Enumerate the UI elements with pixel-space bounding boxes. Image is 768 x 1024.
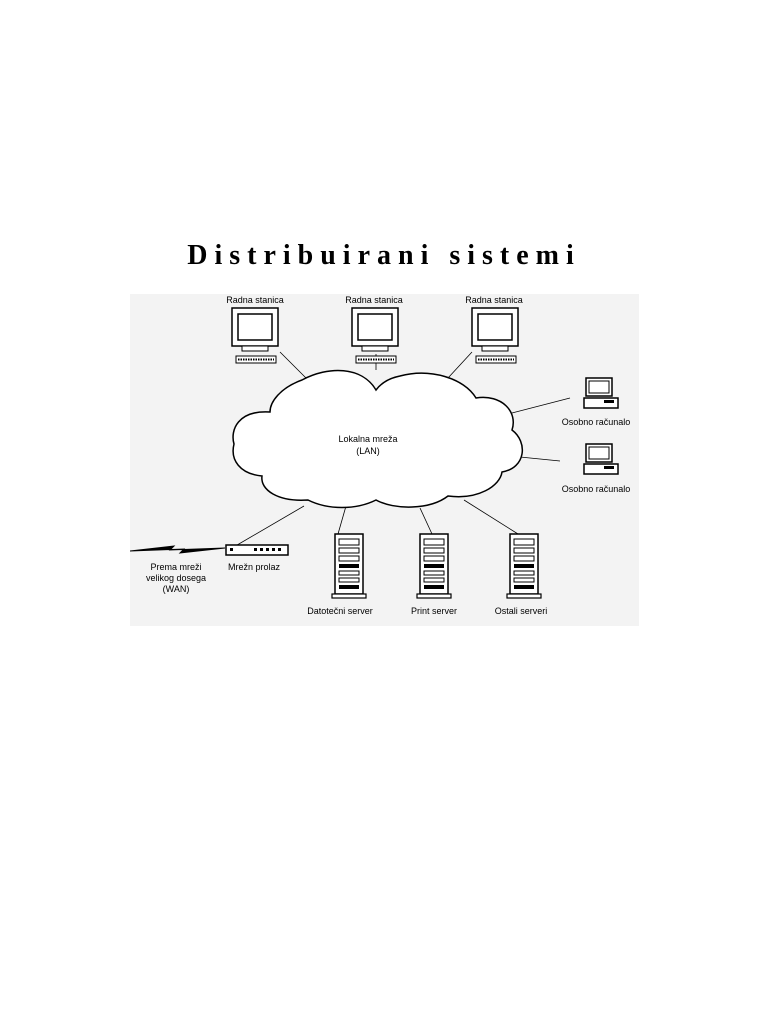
workstation-1-label: Radna stanica — [226, 295, 284, 305]
workstation-3: Radna stanica — [465, 295, 523, 364]
lan-cloud — [232, 369, 524, 509]
file-server: Datotečni server — [307, 533, 373, 616]
print-server-label: Print server — [411, 606, 457, 616]
page-title: Distribuirani sistemi — [187, 240, 581, 271]
other-servers: Ostali serveri — [495, 533, 548, 616]
workstation-2: Radna stanica — [345, 295, 403, 364]
network-diagram: Radna stanica Radna stanica Radna stanic… — [130, 294, 639, 626]
wan-label-line1: Prema mreži — [150, 562, 201, 572]
workstation-3-label: Radna stanica — [465, 295, 523, 305]
network-gateway: Mrežn prolaz — [225, 544, 289, 572]
lan-label-line2: (LAN) — [356, 446, 380, 456]
personal-computer-2: Osobno računalo — [562, 443, 631, 494]
workstation-1: Radna stanica — [226, 295, 284, 364]
wan-label-line3: (WAN) — [163, 584, 190, 594]
print-server: Print server — [411, 533, 457, 616]
lightning-bolt-icon — [130, 545, 226, 554]
file-server-label: Datotečni server — [307, 606, 373, 616]
other-servers-label: Ostali serveri — [495, 606, 548, 616]
gateway-label: Mrežn prolaz — [228, 562, 281, 572]
personal-computer-1: Osobno računalo — [562, 377, 631, 427]
workstation-2-label: Radna stanica — [345, 295, 403, 305]
pc-1-label: Osobno računalo — [562, 417, 631, 427]
lan-label-line1: Lokalna mreža — [338, 434, 397, 444]
wan-link: Prema mreži velikog dosega (WAN) — [130, 545, 226, 594]
pc-2-label: Osobno računalo — [562, 484, 631, 494]
wan-label-line2: velikog dosega — [146, 573, 206, 583]
connection-lines — [231, 351, 571, 549]
